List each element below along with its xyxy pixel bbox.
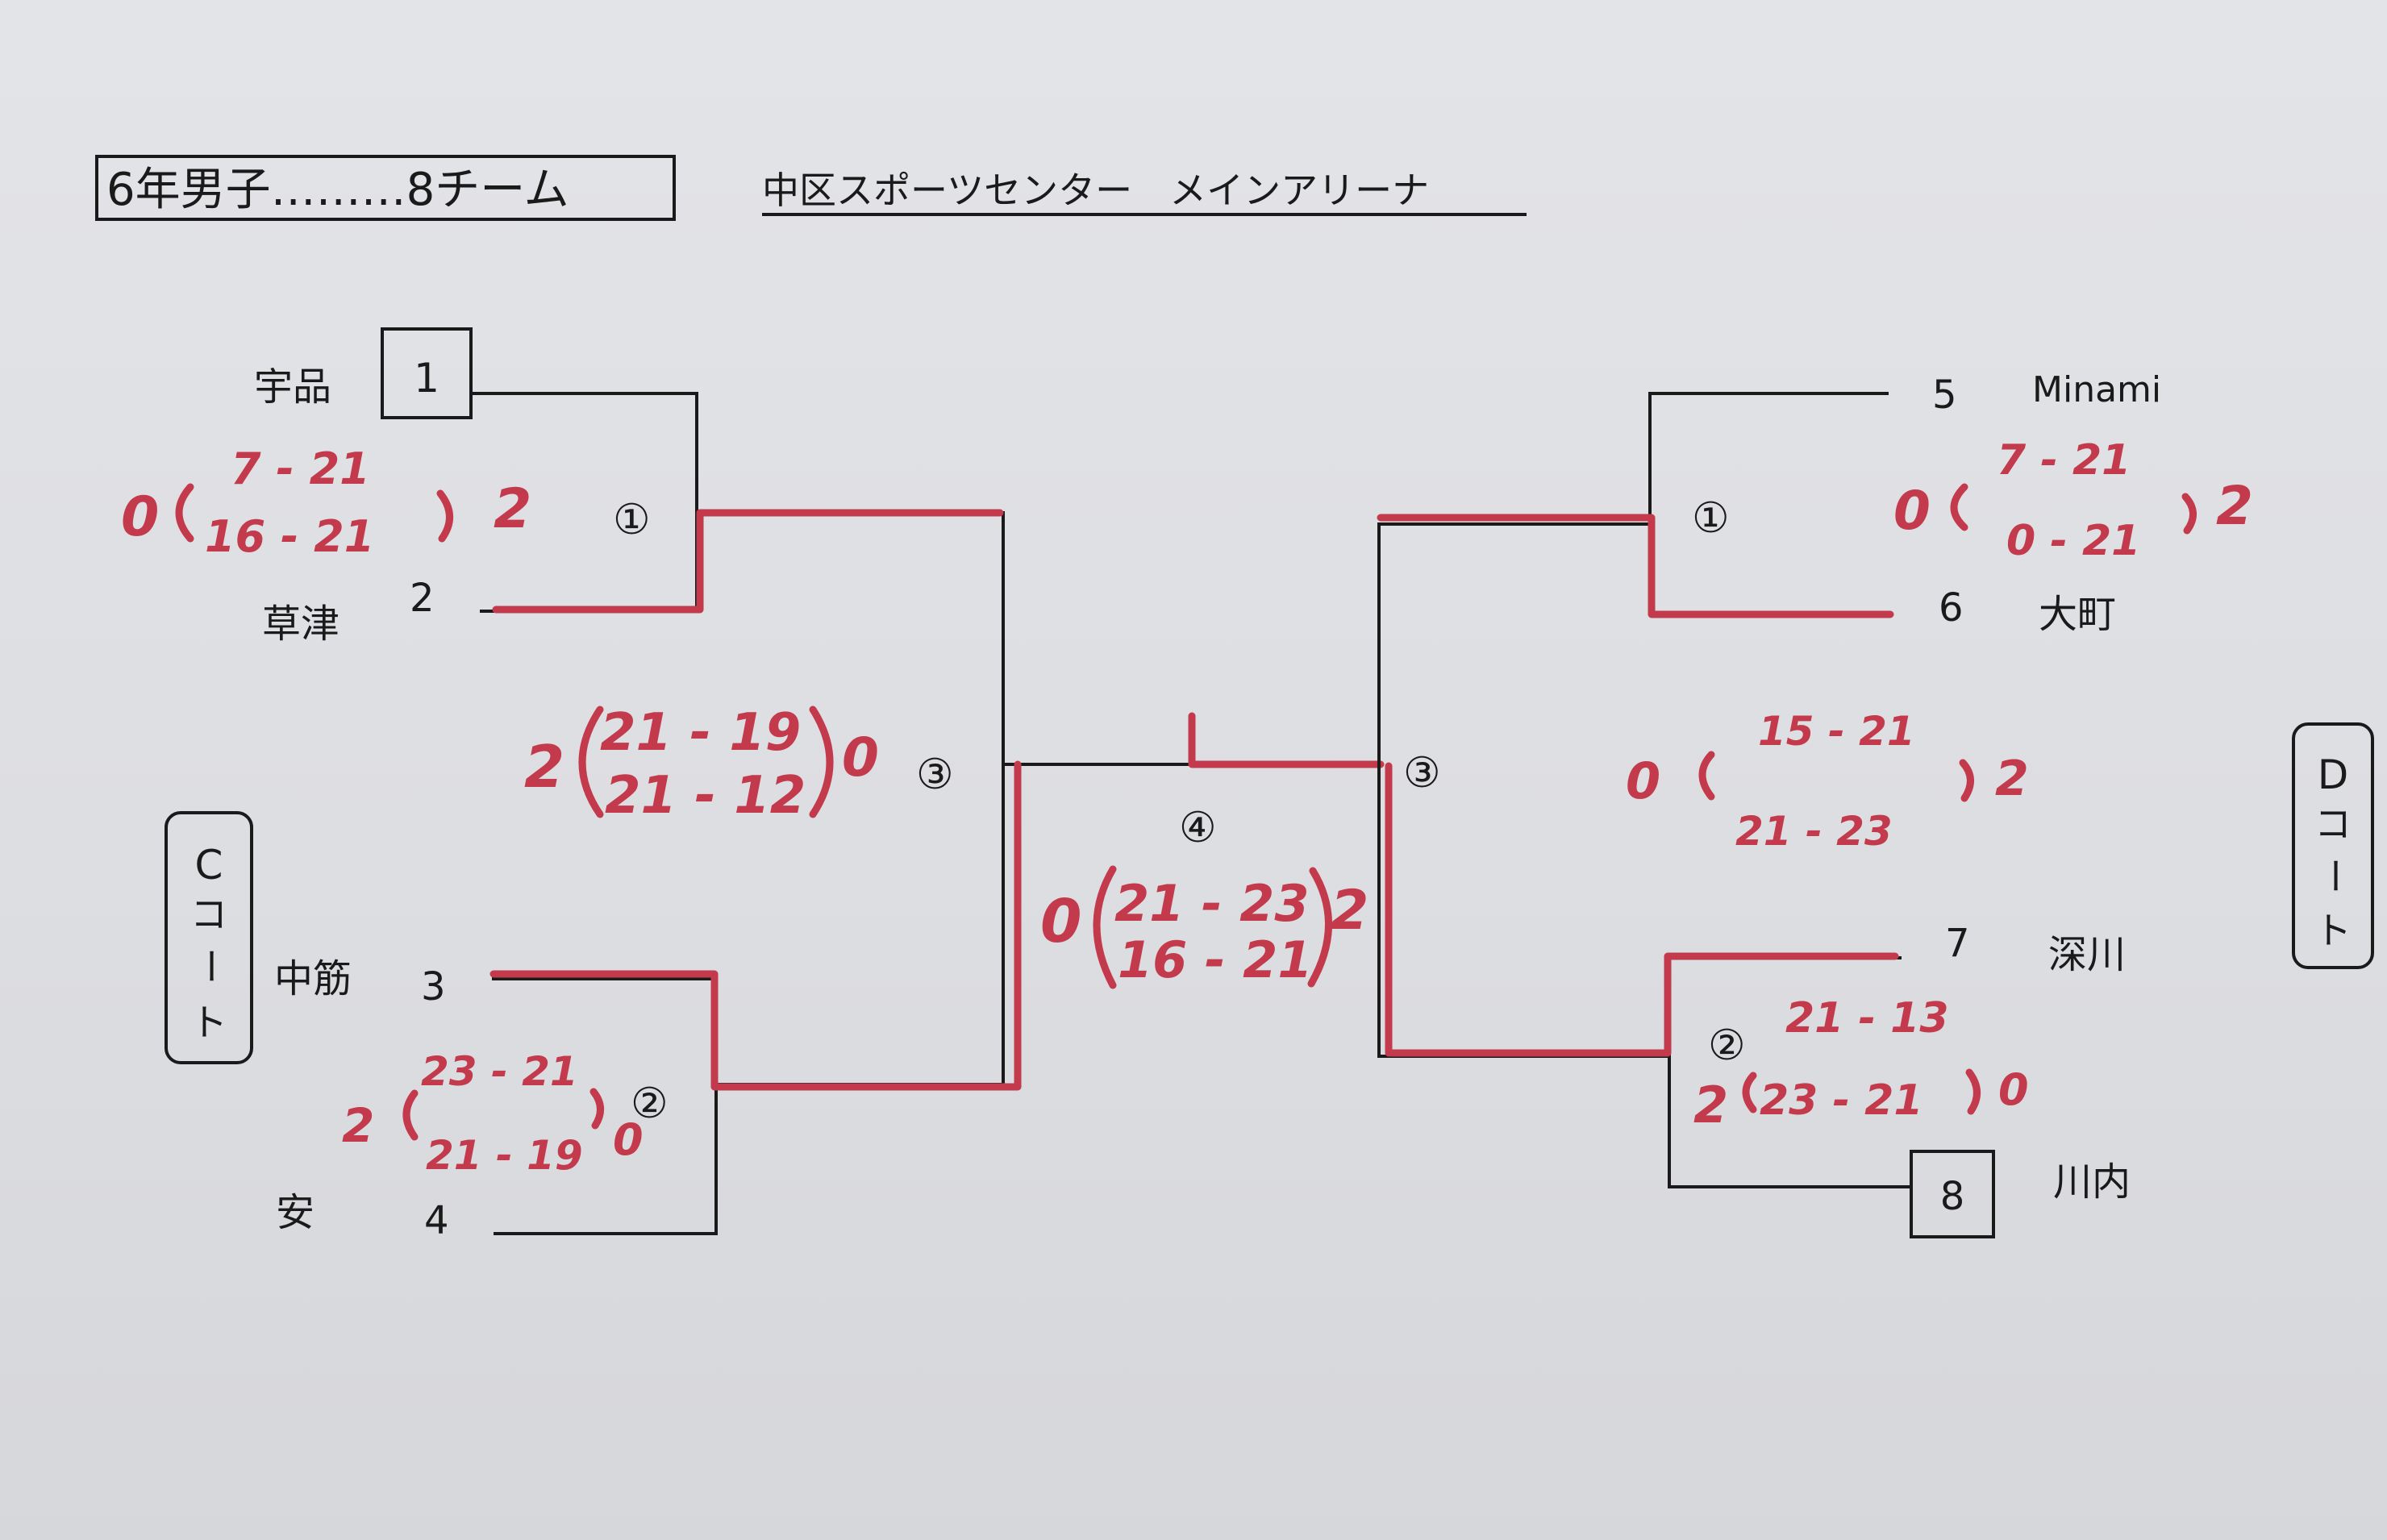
match-no-final: ④ [1179, 804, 1217, 852]
result-left-3-right: 0 [842, 726, 879, 789]
result-left-2-right: 0 [613, 1114, 644, 1165]
seed-1: 1 [414, 355, 439, 402]
title-box [95, 155, 676, 221]
result-final-set2: 16 - 21 [1118, 930, 1312, 989]
result-left-1-set1: 7 - 21 [231, 443, 370, 494]
result-right-1-set1: 7 - 21 [1997, 436, 2131, 485]
venue-text: 中区スポーツセンター メインアリーナ [762, 169, 1429, 212]
result-left-3-set2: 21 - 12 [605, 766, 806, 826]
team-fukagawa: 深川 [2048, 932, 2126, 977]
result-left-2-set1: 23 - 21 [421, 1048, 578, 1095]
result-right-2-close-paren [1965, 1068, 1981, 1115]
seed-6: 6 [1939, 585, 1964, 631]
result-right-1-set2: 0 - 21 [2006, 517, 2140, 565]
seed-2: 2 [410, 576, 435, 621]
right-bracket-m2 [1668, 956, 1911, 1188]
result-final-open-paren [1093, 865, 1117, 989]
result-right-1-close-paren [2181, 493, 2197, 535]
result-left-2-set2: 21 - 19 [426, 1132, 583, 1179]
result-final-right: 2 [1331, 879, 1368, 943]
court-c-box [165, 811, 253, 1064]
match-no-right-3: ③ [1403, 749, 1441, 797]
left-win-path-m2 [489, 760, 1022, 1091]
seed-5: 5 [1932, 373, 1957, 418]
result-final-close-paren [1307, 867, 1332, 988]
match-no-right-1: ① [1692, 494, 1730, 543]
result-right-3-close-paren [1959, 759, 1974, 802]
result-final: 0 21 - 23 16 - 21 2 [1040, 865, 1368, 989]
result-left-1-set2: 16 - 21 [205, 511, 374, 562]
right-bracket-m1 [1648, 392, 1892, 616]
match-no-left-1: ① [613, 496, 651, 544]
result-left-3-open-paren [578, 705, 604, 818]
result-left-1: 0 7 - 21 16 - 21 2 [121, 443, 531, 562]
result-right-2-set2: 23 - 21 [1760, 1076, 1923, 1125]
seed-4: 4 [424, 1198, 449, 1243]
result-right-3-set2: 21 - 23 [1735, 808, 1893, 855]
right-win-path-m1 [1377, 514, 1894, 618]
seed-box-1 [381, 327, 473, 419]
team-nakasuji: 中筋 [274, 956, 352, 1001]
team-ujina: 宇品 [254, 364, 331, 410]
result-right-2-set1: 21 - 13 [1785, 994, 1949, 1043]
right-win-path-m2 [1385, 762, 1899, 1057]
result-left-3: 2 21 - 19 21 - 12 0 [524, 703, 879, 826]
seed-3: 3 [421, 964, 446, 1009]
result-right-2-left: 2 [1693, 1076, 1728, 1134]
result-final-set1: 21 - 23 [1114, 874, 1309, 933]
final-mark [1188, 712, 1385, 768]
result-right-3-open-paren [1698, 751, 1715, 801]
result-left-1-close-paren [436, 489, 453, 543]
result-right-3-set1: 15 - 21 [1758, 708, 1915, 755]
result-right-2-right: 0 [1998, 1064, 2029, 1115]
left-bracket-m2 [492, 977, 718, 1235]
result-left-3-close-paren [809, 705, 834, 818]
team-yasu: 安 [276, 1190, 315, 1235]
team-omachi: 大町 [2039, 592, 2116, 637]
title-text: 6年男子………8チーム [106, 164, 569, 216]
result-left-3-set1: 21 - 19 [600, 703, 801, 763]
match-no-left-2: ② [631, 1080, 669, 1128]
seed-7: 7 [1945, 921, 1970, 966]
result-final-left: 0 [1040, 887, 1082, 956]
team-kawauchi: 川内 [2053, 1159, 2131, 1205]
result-left-1-left: 0 [121, 485, 159, 549]
court-d-letter: D [2318, 751, 2349, 798]
result-right-2-open-paren [1742, 1072, 1757, 1113]
result-left-3-left: 2 [524, 733, 564, 801]
result-right-1: 0 7 - 21 0 - 21 2 [1893, 436, 2253, 565]
result-left-2: 2 23 - 21 21 - 19 0 [342, 1048, 644, 1179]
court-d-dash: ー [2313, 857, 2356, 894]
court-d-box [2292, 722, 2374, 969]
result-left-1-open-paren [175, 483, 194, 543]
seed-8: 8 [1940, 1174, 1965, 1219]
seed-box-8 [1910, 1150, 1995, 1238]
result-left-2-close-paren [589, 1088, 604, 1130]
court-c-to: ト [190, 1001, 227, 1044]
result-left-1-right: 2 [494, 477, 531, 541]
result-right-1-left: 0 [1893, 480, 1931, 542]
result-left-2-left: 2 [342, 1098, 374, 1153]
court-c-letter: C [195, 842, 223, 889]
result-right-1-right: 2 [2216, 475, 2253, 537]
court-d-ko: コ [2314, 802, 2352, 846]
left-win-path-m1 [492, 509, 1004, 614]
result-right-1-open-paren [1950, 483, 1968, 531]
court-d-to: ト [2314, 909, 2352, 952]
match-no-right-2: ② [1708, 1022, 1746, 1070]
court-c-dash: ー [189, 947, 232, 984]
court-c-ko: コ [190, 893, 227, 936]
result-right-3-left: 0 [1626, 751, 1660, 810]
match-no-left-3: ③ [916, 751, 954, 799]
result-right-3: 0 15 - 21 21 - 23 2 [1626, 708, 2029, 855]
result-right-2: 21 - 13 2 23 - 21 0 [1693, 994, 2029, 1134]
result-left-2-open-paren [402, 1089, 419, 1141]
result-right-3-right: 2 [1995, 751, 2029, 807]
team-kusatsu: 草津 [262, 601, 340, 647]
team-minami: Minami [2032, 369, 2161, 410]
